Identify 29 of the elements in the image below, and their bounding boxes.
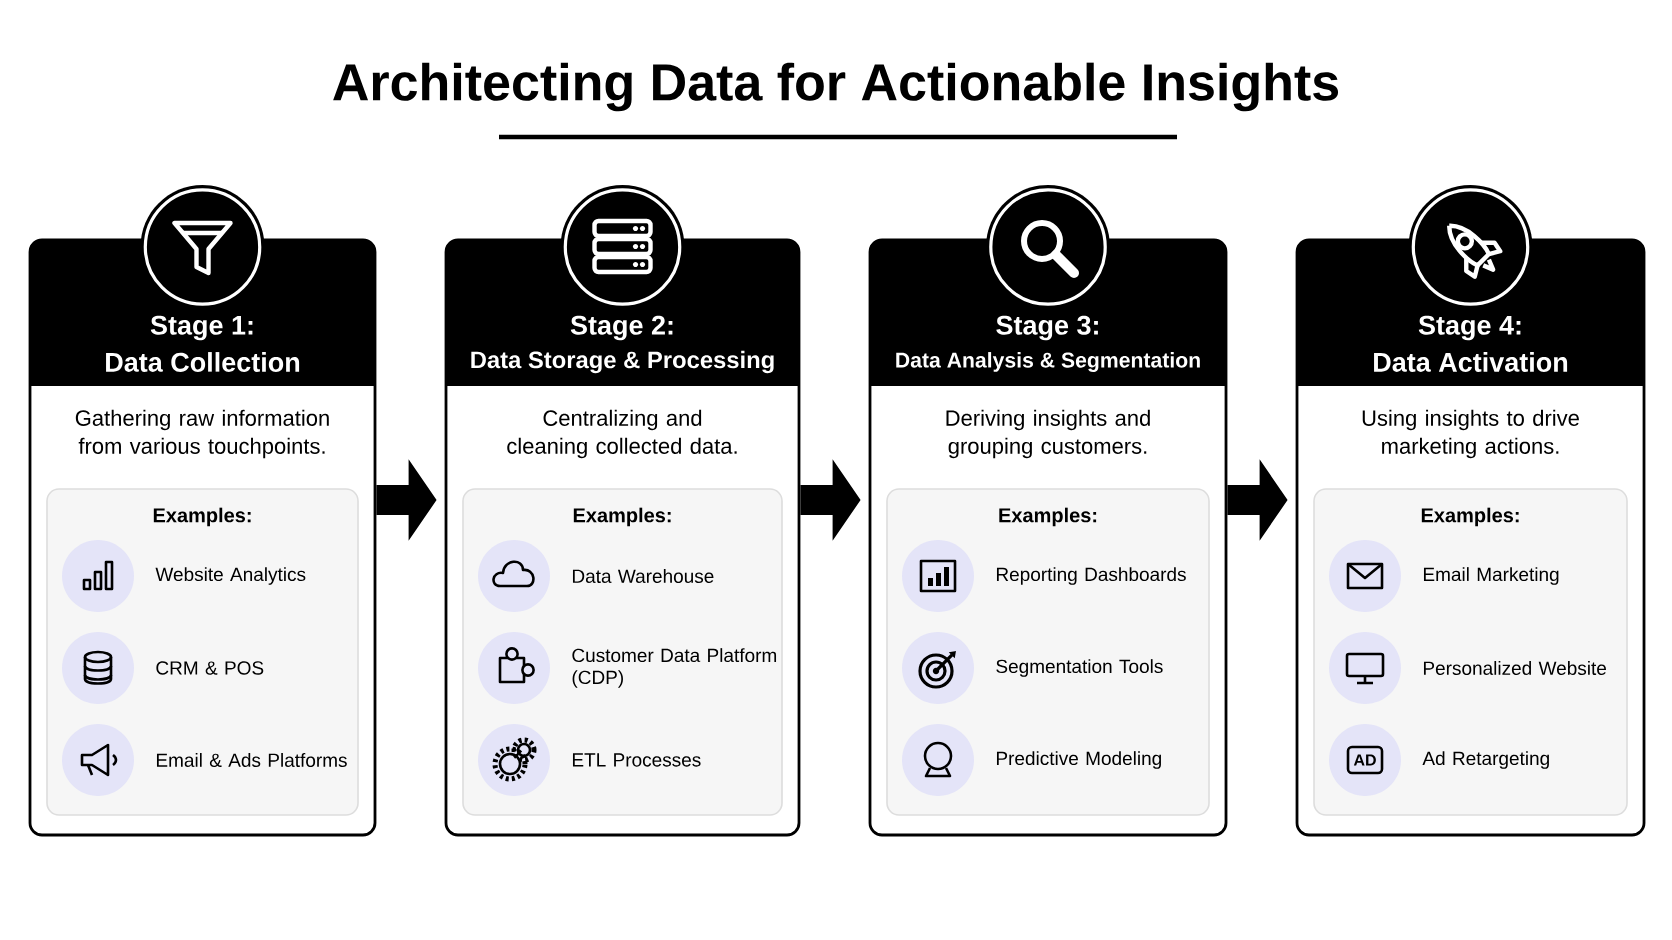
stage-description: Gathering raw information from various touchpoints.	[75, 409, 329, 459]
example-item: Website Analytics	[155, 567, 306, 585]
stage-label: Stage 3:	[996, 315, 1098, 341]
stage-description: Using insights to drive marketing actions.	[1362, 409, 1579, 459]
stage-label: Stage 2:	[570, 315, 673, 341]
example-item: Data Warehouse	[572, 569, 714, 583]
stage-label: Stage 1:	[150, 315, 253, 341]
title: Architecting Data for Actionable Insights	[333, 62, 1339, 112]
example-item: CRM & POS	[156, 661, 264, 675]
example-item: Email Marketing	[1424, 567, 1559, 585]
examples-heading: Examples:	[999, 507, 1097, 527]
example-item: Personalized Website	[1424, 661, 1606, 675]
stage-heading: Data Storage & Processing	[471, 350, 774, 374]
example-item: Reporting Dashboards	[997, 567, 1186, 585]
examples-heading: Examples:	[153, 507, 251, 527]
example-item: Segmentation Tools	[996, 659, 1163, 677]
stage-description: Deriving insights and grouping customers.	[946, 409, 1150, 459]
example-item: Predictive Modeling	[997, 751, 1161, 769]
stage-label: Stage 4:	[1418, 315, 1521, 341]
examples-heading: Examples:	[573, 507, 671, 527]
stage-heading: Data Activation	[1374, 352, 1568, 372]
stage-heading: Data Analysis & Segmentation	[896, 352, 1200, 372]
example-item: Customer Data Platform (CDP)	[572, 648, 777, 688]
stage-description: Centralizing and cleaning collected data.	[507, 409, 737, 459]
stage-heading: Data Collection	[106, 352, 300, 372]
example-item: ETL Processes	[572, 753, 701, 767]
example-item: Email & Ads Platforms	[156, 753, 347, 767]
example-item: Ad Retargeting	[1422, 751, 1549, 769]
examples-heading: Examples:	[1421, 507, 1519, 527]
